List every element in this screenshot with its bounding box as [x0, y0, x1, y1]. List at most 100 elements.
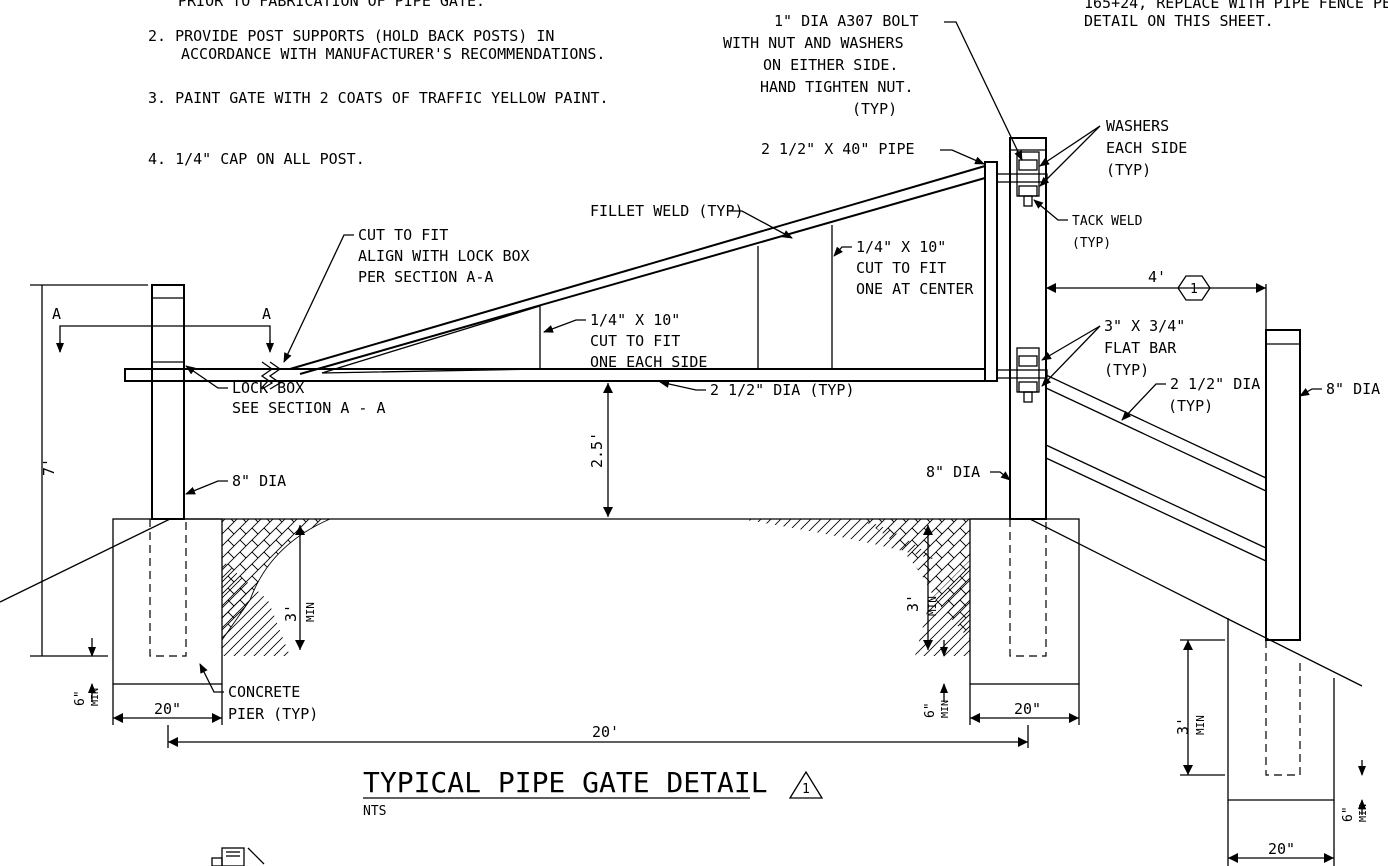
- svg-text:CUT TO FIT: CUT TO FIT: [856, 259, 946, 277]
- section-mark-left: A: [52, 305, 61, 323]
- svg-text:WITH NUT AND WASHERS: WITH NUT AND WASHERS: [723, 34, 904, 52]
- svg-text:(TYP): (TYP): [1104, 361, 1149, 379]
- svg-text:(TYP): (TYP): [1168, 397, 1213, 415]
- svg-text:MIN: MIN: [1358, 804, 1369, 822]
- callout-plate-side: 1/4" X 10" CUT TO FIT ONE EACH SIDE: [543, 311, 710, 371]
- dim-six-inch-center: 6" MIN: [923, 640, 951, 718]
- fill-hatch: [221, 518, 970, 656]
- note-2-line-2: ACCORDANCE WITH MANUFACTURER'S RECOMMEND…: [181, 45, 605, 63]
- section-mark-right: A: [262, 305, 271, 323]
- svg-text:ONE EACH SIDE: ONE EACH SIDE: [590, 353, 707, 371]
- concrete-pier-left: [112, 518, 223, 685]
- dim-post-height: 7': [30, 284, 148, 657]
- callout-dia-rail: 2 1/2" DIA (TYP): [1121, 375, 1260, 421]
- general-notes: PRIOR TO FABRICATION OF PIPE GATE. 2. PR…: [148, 0, 609, 168]
- dim-pier-width-center: 20": [969, 684, 1080, 725]
- callout-concrete: CONCRETE PIER (TYP): [199, 663, 318, 723]
- svg-text:7': 7': [40, 458, 58, 476]
- svg-text:MIN: MIN: [1194, 715, 1207, 735]
- svg-text:SEE SECTION A - A: SEE SECTION A - A: [232, 399, 386, 417]
- callout-lock-box: LOCK BOX SEE SECTION A - A: [185, 365, 386, 417]
- gate-assembly: [124, 161, 998, 390]
- callout-8in-right: 8" DIA: [1299, 380, 1380, 398]
- svg-text:1/4" X 10": 1/4" X 10": [590, 311, 680, 329]
- hinge-hardware-top: [996, 151, 1048, 207]
- svg-text:2 1/2" X 40" PIPE: 2 1/2" X 40" PIPE: [761, 140, 915, 158]
- svg-text:LOCK BOX: LOCK BOX: [232, 379, 304, 397]
- svg-text:2.5': 2.5': [588, 432, 606, 468]
- svg-text:ALIGN WITH LOCK BOX: ALIGN WITH LOCK BOX: [358, 247, 530, 265]
- section-cut-a-a: A A: [52, 305, 274, 353]
- grade-line: [0, 518, 1363, 687]
- note-1-tail: PRIOR TO FABRICATION OF PIPE GATE.: [178, 0, 485, 10]
- svg-text:EACH SIDE: EACH SIDE: [1106, 139, 1187, 157]
- svg-text:MIN: MIN: [304, 602, 317, 622]
- svg-text:6": 6": [1341, 806, 1356, 822]
- callout-pipe-40: 2 1/2" X 40" PIPE: [761, 140, 985, 165]
- svg-text:3': 3': [1174, 717, 1192, 735]
- svg-text:FILLET WELD (TYP): FILLET WELD (TYP): [590, 202, 744, 220]
- callout-washers: WASHERS EACH SIDE (TYP): [1039, 117, 1187, 187]
- dim-depth-left: 3' MIN: [282, 525, 317, 650]
- dim-clearance: 2.5': [588, 383, 613, 517]
- svg-text:3" X 3/4": 3" X 3/4": [1104, 317, 1185, 335]
- scale-note: NTS: [363, 804, 386, 819]
- svg-text:8" DIA: 8" DIA: [1326, 380, 1380, 398]
- fence-rails: [1045, 374, 1267, 562]
- svg-text:6": 6": [73, 690, 88, 706]
- dim-pier-width-left: 20": [112, 684, 223, 725]
- note-3: 3. PAINT GATE WITH 2 COATS OF TRAFFIC YE…: [148, 89, 609, 107]
- dim-gate-width: 20': [167, 723, 1029, 748]
- dim-six-inch-left: 6" MIN: [73, 638, 101, 706]
- svg-text:ON EITHER SIDE.: ON EITHER SIDE.: [763, 56, 898, 74]
- note-2-line-1: 2. PROVIDE POST SUPPORTS (HOLD BACK POST…: [148, 27, 554, 45]
- svg-text:6": 6": [923, 702, 938, 718]
- svg-text:MIN: MIN: [926, 596, 939, 616]
- callout-2-5-dia: 2 1/2" DIA (TYP): [659, 380, 855, 399]
- hinge-post: [1009, 137, 1047, 520]
- concrete-pier-right: [1227, 618, 1335, 801]
- callout-tack-weld: TACK WELD (TYP): [1033, 199, 1143, 251]
- callout-cut-to-fit-align: CUT TO FIT ALIGN WITH LOCK BOX PER SECTI…: [283, 226, 530, 363]
- svg-text:20": 20": [1014, 700, 1041, 718]
- svg-text:1" DIA A307 BOLT: 1" DIA A307 BOLT: [774, 12, 919, 30]
- svg-text:WASHERS: WASHERS: [1106, 117, 1169, 135]
- callout-flat-bar: 3" X 3/4" FLAT BAR (TYP): [1041, 317, 1185, 387]
- svg-text:HAND TIGHTEN NUT.: HAND TIGHTEN NUT.: [760, 78, 914, 96]
- svg-text:MIN: MIN: [90, 688, 101, 706]
- dim-depth-center: 3' MIN: [904, 525, 939, 650]
- svg-text:PIER (TYP): PIER (TYP): [228, 705, 318, 723]
- svg-text:3': 3': [282, 604, 300, 622]
- detail-tag-number: 1: [1190, 282, 1198, 297]
- svg-text:CUT TO FIT: CUT TO FIT: [590, 332, 680, 350]
- svg-text:4': 4': [1148, 268, 1166, 286]
- dim-six-inch-right: 6" MIN: [1341, 760, 1369, 822]
- right-fence-post: [1265, 329, 1301, 641]
- svg-text:DETAIL ON THIS SHEET.: DETAIL ON THIS SHEET.: [1084, 12, 1274, 30]
- dim-pier-width-right: 20": [1227, 800, 1335, 866]
- revision-triangle-number: 1: [802, 782, 810, 797]
- callout-fillet-weld: FILLET WELD (TYP): [590, 202, 793, 239]
- svg-text:3': 3': [904, 594, 922, 612]
- hinge-hardware-bottom: [996, 347, 1048, 403]
- svg-text:(TYP): (TYP): [1106, 161, 1151, 179]
- svg-text:20": 20": [154, 700, 181, 718]
- svg-text:20': 20': [592, 723, 619, 741]
- svg-text:FLAT BAR: FLAT BAR: [1104, 339, 1177, 357]
- callout-bolt: 1" DIA A307 BOLT WITH NUT AND WASHERS ON…: [723, 12, 1023, 161]
- svg-text:TACK WELD: TACK WELD: [1072, 214, 1143, 229]
- partial-lock-box-detail: [211, 847, 265, 866]
- detail-title-block: TYPICAL PIPE GATE DETAIL NTS 1: [363, 766, 824, 819]
- callout-8in-left: 8" DIA: [185, 472, 286, 495]
- svg-text:PER SECTION A-A: PER SECTION A-A: [358, 268, 493, 286]
- dim-fence-span: 4' 1: [1046, 268, 1267, 330]
- svg-text:CONCRETE: CONCRETE: [228, 683, 300, 701]
- callout-plate-center: 1/4" X 10" CUT TO FIT ONE AT CENTER: [833, 238, 974, 298]
- svg-text:MIN: MIN: [940, 700, 951, 718]
- svg-text:8" DIA: 8" DIA: [926, 463, 980, 481]
- detail-title: TYPICAL PIPE GATE DETAIL: [363, 766, 768, 799]
- left-post: [151, 284, 185, 520]
- svg-text:2 1/2" DIA: 2 1/2" DIA: [1170, 375, 1260, 393]
- top-right-note: 165+24, REPLACE WITH PIPE FENCE PER DETA…: [1084, 0, 1388, 30]
